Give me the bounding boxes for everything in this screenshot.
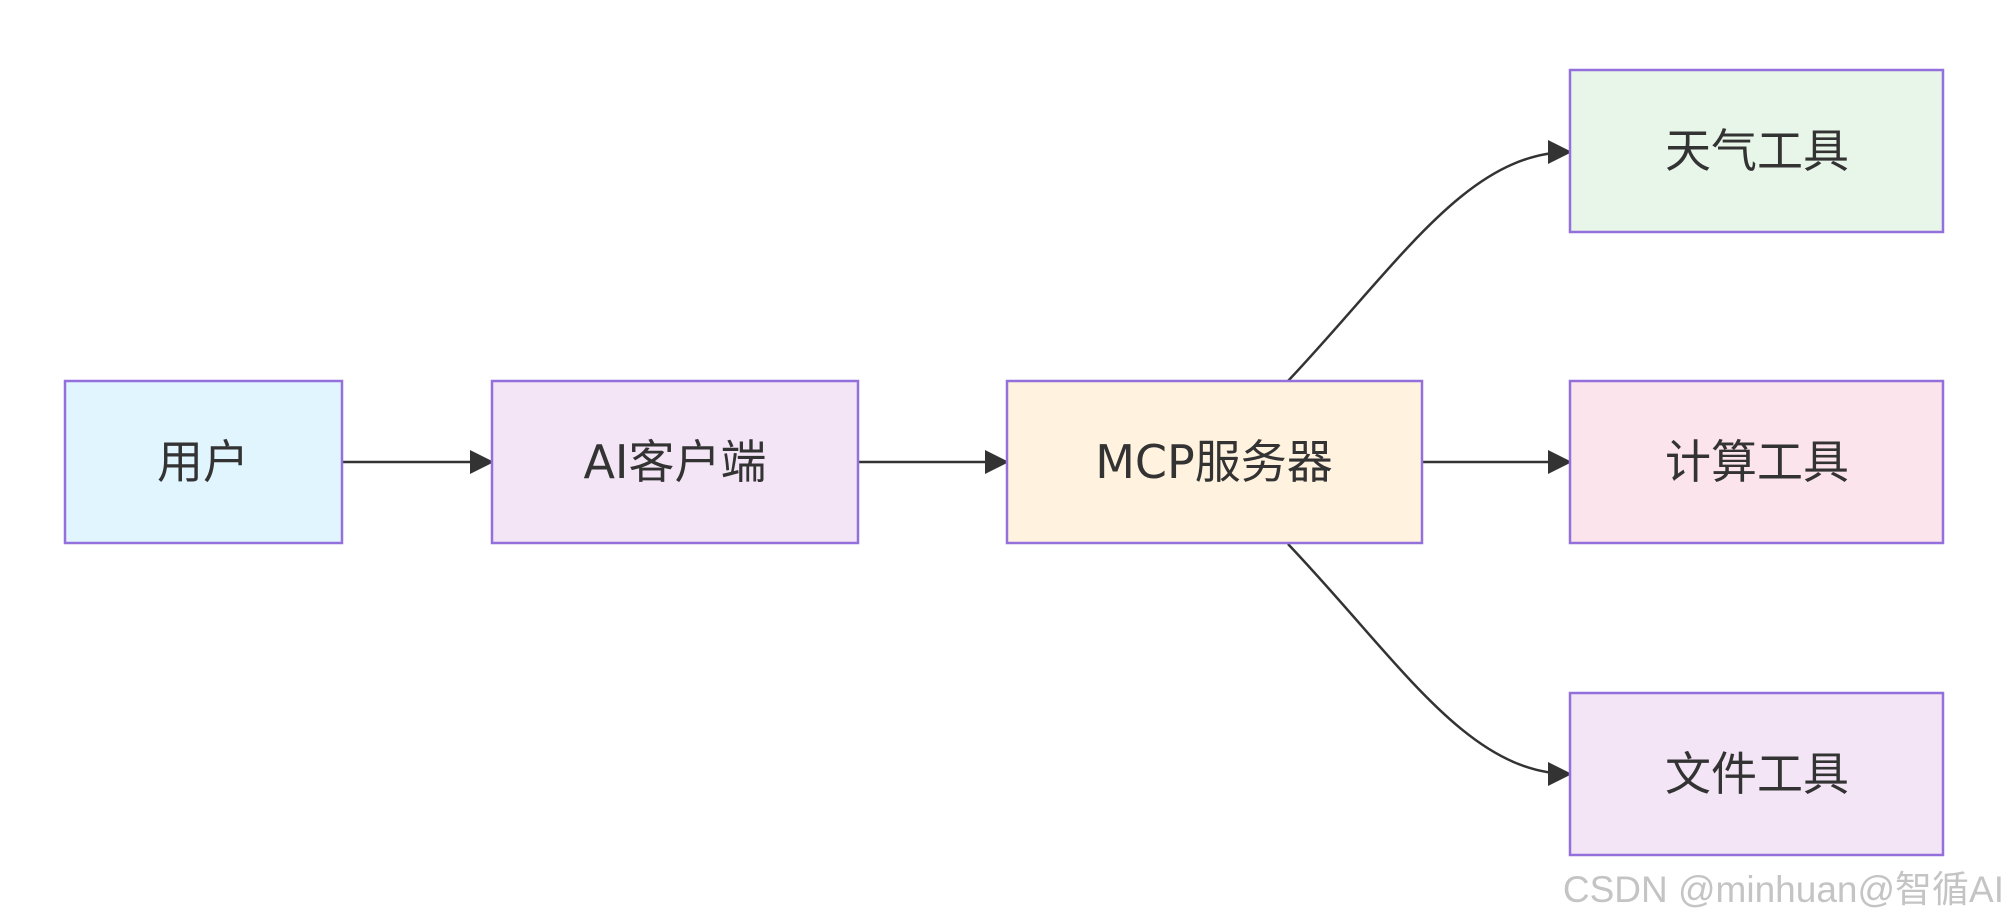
node-mcp-server-box bbox=[1005, 379, 1424, 545]
node-calc-tool-label: 计算工具 bbox=[1665, 435, 1849, 489]
edge-mcp-server-to-weather-tool bbox=[1287, 140, 1572, 382]
node-ai-client: AI客户端 bbox=[490, 379, 860, 545]
edges bbox=[342, 140, 1572, 786]
node-mcp-server: MCP服务器 bbox=[1005, 379, 1424, 545]
node-weather-tool-box bbox=[1568, 68, 1945, 234]
node-user-label: 用户 bbox=[157, 435, 249, 489]
node-calc-tool: 计算工具 bbox=[1568, 379, 1945, 545]
node-ai-client-box bbox=[490, 379, 860, 545]
node-user: 用户 bbox=[63, 379, 344, 545]
node-weather-tool: 天气工具 bbox=[1568, 68, 1945, 234]
node-ai-client-label: AI客户端 bbox=[583, 435, 766, 489]
edge-mcp-server-to-file-tool bbox=[1287, 543, 1572, 786]
node-file-tool: 文件工具 bbox=[1568, 691, 1945, 857]
node-mcp-server-label: MCP服务器 bbox=[1095, 435, 1333, 489]
node-file-tool-box bbox=[1568, 691, 1945, 857]
node-user-box bbox=[63, 379, 344, 545]
node-file-tool-label: 文件工具 bbox=[1665, 747, 1849, 801]
node-calc-tool-box bbox=[1568, 379, 1945, 545]
watermark-text: CSDN @minhuan@智循AI bbox=[1562, 869, 2004, 910]
node-weather-tool-label: 天气工具 bbox=[1665, 124, 1849, 178]
